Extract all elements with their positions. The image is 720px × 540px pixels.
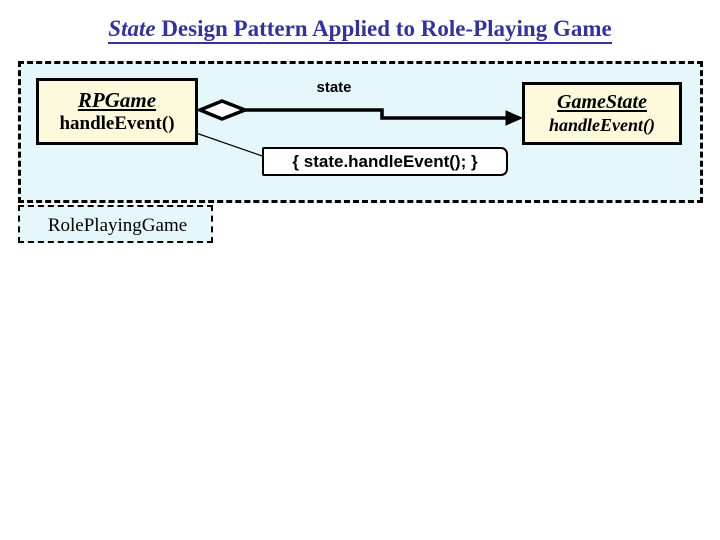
association-role-label: state	[316, 79, 352, 96]
page-title-underline: State Design Pattern Applied to Role-Pla…	[108, 16, 612, 44]
page-title: State Design Pattern Applied to Role-Pla…	[0, 16, 720, 44]
package-tab: RolePlayingGame	[18, 205, 213, 243]
note-box[interactable]: { state.handleEvent(); }	[262, 147, 508, 176]
note-text: { state.handleEvent(); }	[292, 151, 478, 171]
class-operation-gamestate-handleevent: handleEvent()	[549, 115, 655, 136]
package-name-label: RolePlayingGame	[47, 215, 188, 236]
page-title-rest: Design Pattern Applied to Role-Playing G…	[155, 16, 612, 41]
class-name-rpgame: RPGame	[77, 88, 157, 112]
class-operation-rpgame-handleevent: handleEvent()	[59, 113, 175, 135]
page-title-italic-word: State	[108, 16, 156, 41]
class-name-gamestate: GameState	[557, 91, 647, 114]
class-box-rpgame[interactable]: RPGame handleEvent()	[36, 78, 198, 145]
class-box-gamestate[interactable]: GameState handleEvent()	[522, 82, 682, 145]
